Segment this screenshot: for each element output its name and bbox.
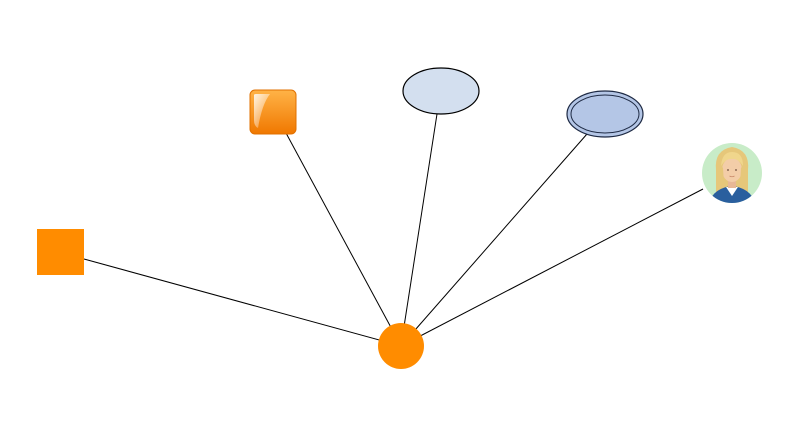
edge-user-avatar: [400, 188, 704, 347]
edge-ellipse: [400, 113, 438, 347]
edges: [83, 113, 704, 347]
hub-node[interactable]: [378, 323, 424, 369]
edge-square: [83, 258, 402, 347]
edge-glossy-square: [285, 132, 402, 347]
edge-double-ellipse: [400, 133, 588, 347]
double-ellipse-node[interactable]: [566, 90, 644, 138]
square-node[interactable]: [37, 229, 84, 275]
glossy-square-node[interactable]: [249, 89, 297, 135]
ellipse-node[interactable]: [402, 67, 480, 115]
user-avatar-node[interactable]: [702, 143, 762, 206]
